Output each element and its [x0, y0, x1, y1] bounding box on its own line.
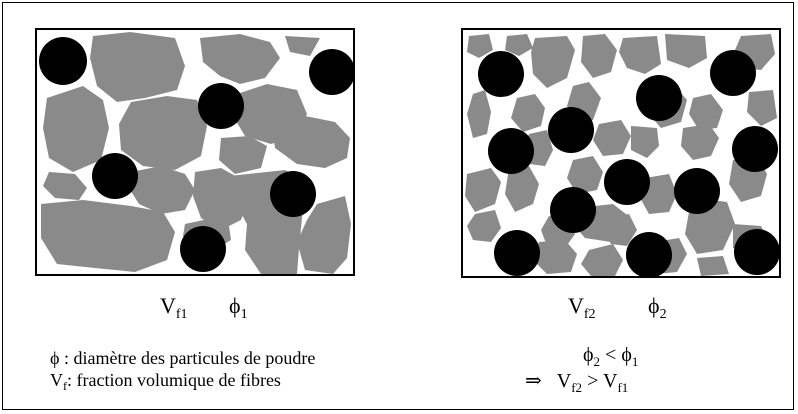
powder-particles [41, 32, 351, 274]
powder-particle [119, 96, 207, 170]
legend-phi: ϕ : diamètre des particules de poudre [50, 348, 316, 368]
fibre [732, 126, 778, 172]
fibre [734, 229, 780, 275]
powder-particle [467, 90, 491, 138]
left-phi-label: ϕ1 [229, 293, 248, 322]
powder-particle [505, 34, 533, 56]
figure-frame [2, 2, 794, 410]
powder-particle [200, 34, 280, 84]
powder-particle [297, 196, 351, 274]
fibre [494, 230, 540, 276]
right-phi-label: ϕ2 [648, 293, 667, 322]
powder-particle [511, 94, 545, 132]
fibre [180, 226, 226, 272]
relation-phi: ϕ2 < ϕ1 [583, 344, 639, 369]
powder-particle [593, 120, 631, 156]
powder-particle [533, 240, 577, 274]
powder-particle [271, 116, 350, 168]
powder-particle [43, 86, 109, 172]
small-particles-drawing [461, 28, 781, 278]
relation-vf: ⇒ Vf2 > Vf1 [525, 370, 629, 395]
fibre [92, 153, 138, 199]
fibre [550, 187, 596, 233]
fibre [39, 37, 87, 85]
fibre [674, 168, 720, 214]
panel-small-particles [461, 28, 781, 278]
fibre [604, 159, 650, 205]
fibre [636, 75, 682, 121]
fibre [710, 50, 756, 96]
powder-particle [285, 36, 320, 56]
powder-particle [467, 210, 501, 242]
fibre [548, 107, 594, 153]
powder-particle [41, 200, 175, 272]
powder-particle [505, 166, 539, 212]
fibres [39, 37, 355, 272]
powder-particle [581, 34, 617, 78]
fibre [488, 128, 534, 174]
powder-particle [665, 34, 707, 68]
fibre [198, 83, 244, 129]
fibre [309, 49, 355, 95]
panel-large-particles [35, 28, 355, 276]
powder-particle [697, 256, 729, 276]
legend-vf: Vf: fraction volumique de fibres [50, 370, 281, 393]
right-vf-label: Vf2 [568, 293, 596, 322]
powder-particle [619, 36, 661, 74]
fibre [478, 51, 524, 97]
powder-particle [43, 172, 87, 200]
powder-particle [531, 36, 575, 88]
powder-particle [747, 90, 777, 126]
powder-particle [631, 126, 659, 158]
powder-particle [467, 34, 493, 58]
powder-particle [90, 32, 185, 102]
powder-particle [567, 156, 603, 194]
left-vf-label: Vf1 [160, 293, 188, 322]
powder-particle [581, 244, 623, 276]
fibre [270, 171, 316, 217]
powder-particle [689, 94, 723, 130]
powder-particle [465, 168, 501, 212]
powder-particle [129, 166, 195, 214]
large-particles-drawing [35, 28, 355, 276]
fibres [478, 50, 780, 278]
powder-particle [603, 214, 637, 246]
powder-particle [219, 136, 267, 174]
fibre [626, 232, 672, 278]
powder-particle [681, 124, 719, 160]
